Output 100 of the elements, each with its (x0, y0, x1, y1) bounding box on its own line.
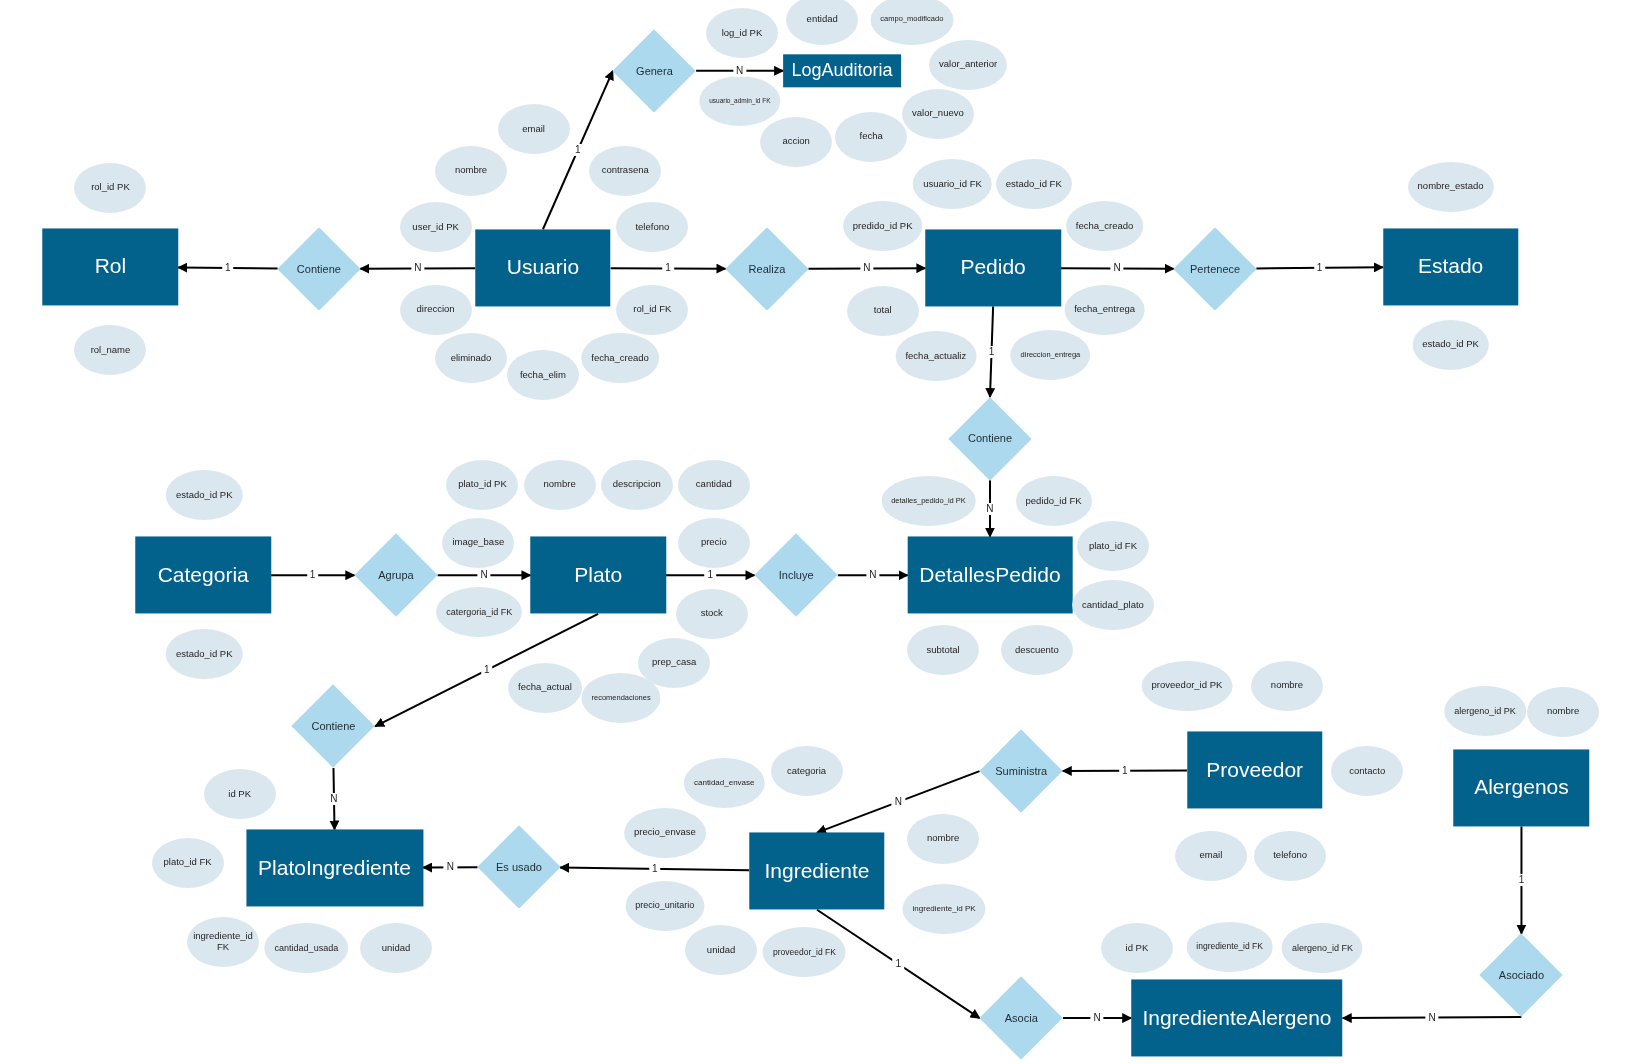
relationship-line (1059, 263, 1175, 274)
entity-name: IngredienteAlergeno (1142, 1006, 1332, 1031)
relationship-line (359, 263, 477, 274)
relationship-line (807, 263, 927, 274)
attribute-name: ingrediente_id FK (1196, 942, 1263, 953)
entity-box (1382, 228, 1519, 306)
entity-name: Estado (1417, 254, 1484, 279)
relationship-diamond (612, 29, 697, 113)
relationship-line (374, 612, 600, 728)
relationship-line (816, 770, 981, 835)
relationship-line (1255, 262, 1384, 273)
attribute-name: telefono (635, 221, 670, 233)
entity-name: Rol (94, 254, 127, 279)
attribute-name: nombre (543, 479, 576, 490)
entity-name: Categoria (157, 563, 249, 588)
attribute-name: alergeno_id PK (1454, 705, 1516, 716)
cardinality-label: N (733, 64, 747, 77)
attribute-ellipse (699, 76, 781, 127)
entity-name: Plato (574, 563, 623, 588)
attribute-name: stock (700, 608, 723, 620)
relationship-line (695, 65, 785, 76)
attribute-name: cantidad (695, 479, 732, 490)
relationship-diamond (477, 825, 561, 909)
attribute-ellipse (508, 662, 582, 713)
relationship-name: Incluye (778, 569, 814, 582)
attribute-name: fecha_creado (591, 353, 649, 364)
attribute-name: usuario_id FK (923, 178, 982, 190)
entity-name: DetallesPedido (919, 563, 1061, 588)
entity-name: Alergenos (1474, 775, 1569, 800)
relationship-line (541, 69, 614, 231)
cardinality-label: 1 (1119, 764, 1131, 777)
attribute-name: cantidad_usada (274, 943, 339, 954)
entity-box (907, 536, 1073, 614)
cardinality-label: 1 (572, 144, 584, 157)
attribute-name: email (1199, 850, 1223, 861)
attribute-name: id PK (228, 788, 252, 800)
relationship-name: Es usado (496, 861, 542, 873)
attribute-name: rol_id FK (633, 304, 672, 315)
attribute-name: fecha_creado (1075, 220, 1134, 232)
attribute-name: plato_id FK (1088, 540, 1137, 552)
attribute-name: fecha_elim (519, 369, 566, 381)
attribute-name: nombre (454, 165, 488, 177)
attribute-name: catergoria_id FK (446, 606, 513, 617)
attribute-name: id PK (1125, 942, 1149, 954)
entity-box (925, 229, 1061, 307)
attribute-name: fecha (859, 131, 883, 142)
relationship-name: Asociado (1498, 969, 1545, 982)
entity-box (42, 228, 179, 306)
relationship-line (985, 305, 996, 399)
relationship-line (559, 862, 751, 873)
attribute-name: nombre (1270, 680, 1304, 692)
attribute-name: nombre_estado (1417, 181, 1484, 192)
attribute-name: descripcion (612, 479, 661, 490)
attribute-name: plato_id PK (458, 479, 507, 490)
relationship-name: Suministra (995, 765, 1048, 778)
entity-name: PlatoIngrediente (258, 856, 411, 881)
attribute-name: telefono (1273, 850, 1307, 861)
attribute-name: valor_nuevo (912, 108, 964, 120)
attribute-name: ingrediente_id PK (912, 904, 976, 914)
relationship-name: Contiene (296, 262, 341, 275)
attribute-name: proveedor_id FK (773, 947, 836, 958)
attribute-name: alergeno_id FK (1291, 943, 1353, 954)
attribute-name: fecha_actual (518, 682, 572, 694)
attribute-name: estado_id PK (176, 489, 233, 501)
attribute-name: image_base (452, 537, 505, 549)
relationship-diamond (1479, 933, 1564, 1018)
attribute-name: cantidad_envase (694, 778, 755, 788)
entity-box (530, 536, 666, 614)
attribute-name: estado_id FK (1005, 178, 1062, 190)
relationship-line (609, 263, 727, 274)
attribute-name: email (522, 123, 545, 135)
cardinality-label: 1 (222, 261, 234, 274)
entity-box (783, 54, 901, 88)
relationship-line (269, 570, 356, 581)
attribute-name: total (873, 305, 892, 316)
entity-name: Pedido (960, 255, 1026, 280)
relationship-name: Pertenece (1190, 262, 1241, 275)
cardinality-label: N (891, 795, 905, 808)
entity-name: Proveedor (1206, 758, 1304, 783)
relationship-name: Contiene (967, 432, 1012, 445)
relationship-diamond (291, 684, 376, 768)
entity-name: Usuario (506, 255, 580, 280)
attribute-name: fecha_actualiz (905, 350, 967, 362)
entity-box (475, 229, 611, 307)
relationship-diamond (1173, 227, 1257, 311)
relationship-name: Agrupa (378, 569, 414, 582)
cardinality-label: 1 (480, 664, 493, 677)
relationship-line (329, 767, 340, 831)
attribute-name: user_id PK (412, 221, 459, 233)
entity-name: Ingrediente (764, 859, 870, 884)
relationship-line (1516, 825, 1527, 935)
relationship-line (177, 262, 279, 273)
attribute-name: precio_envase (633, 827, 696, 839)
relationship-diamond (979, 976, 1063, 1060)
attribute-name: nombre (926, 833, 960, 845)
cardinality-label: 1 (1313, 261, 1326, 274)
attribute-name: categoria (787, 765, 827, 777)
entity-box (1186, 731, 1323, 809)
relationship-name: Contiene (311, 720, 356, 733)
attribute-name: ingrediente_id FK (193, 931, 253, 953)
